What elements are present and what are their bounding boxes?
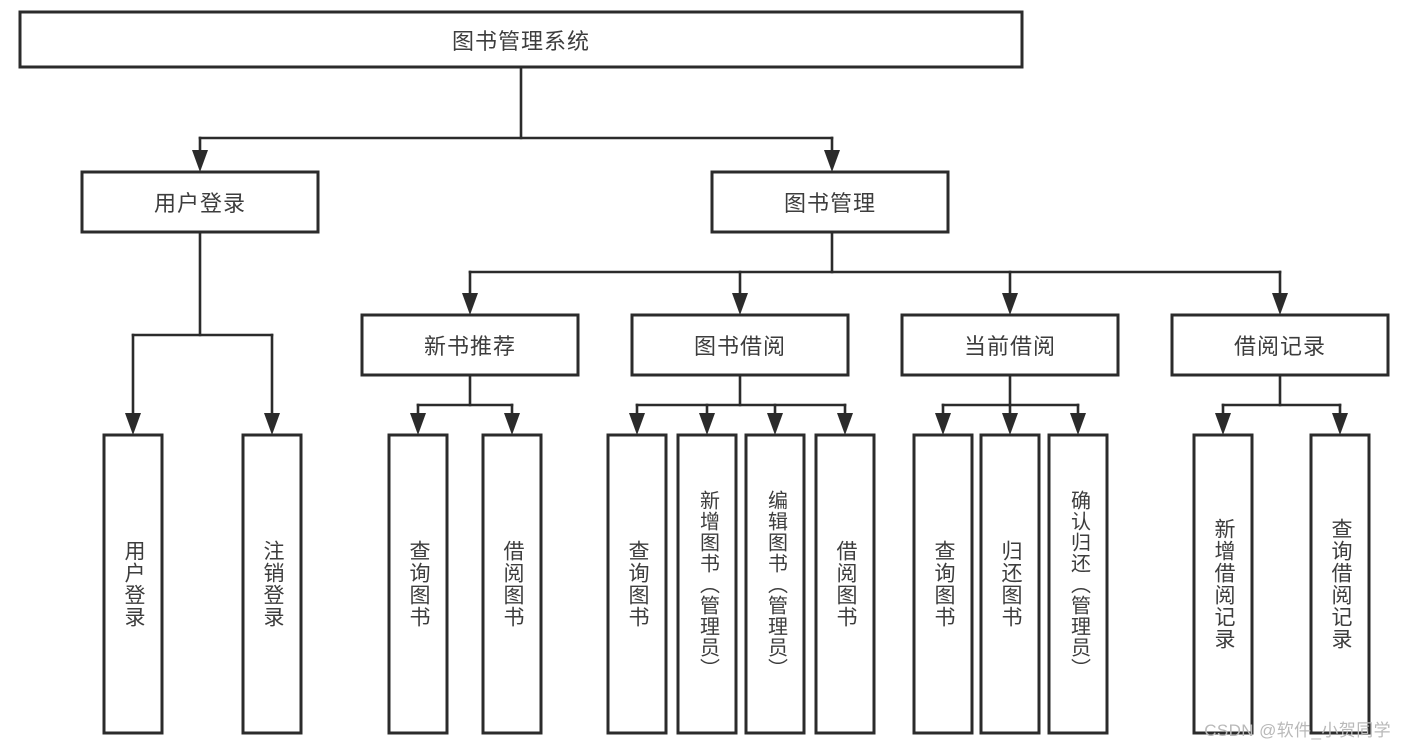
node-new-book-recommend[interactable]	[360, 313, 580, 377]
node-leaf-return-book[interactable]	[979, 433, 1041, 735]
node-book-management-system[interactable]	[18, 10, 1024, 69]
node-leaf-confirm-return-admin[interactable]	[1047, 433, 1109, 735]
node-leaf-logout-login[interactable]	[241, 433, 303, 735]
node-leaf-query-borrow-record[interactable]	[1309, 433, 1371, 735]
node-leaf-query-book-2[interactable]	[606, 433, 668, 735]
connector-bookmanage-to-level3	[462, 230, 1288, 315]
connector-userlogin-to-leaves	[125, 230, 280, 435]
node-borrow-record[interactable]	[1170, 313, 1390, 377]
node-leaf-add-book-admin[interactable]	[676, 433, 738, 735]
connector-bookborrow-to-leaves	[629, 373, 853, 435]
node-leaf-query-book-1[interactable]	[387, 433, 449, 735]
connector-borrowrecord-to-leaves	[1215, 373, 1348, 435]
node-leaf-add-borrow-record[interactable]	[1192, 433, 1254, 735]
node-leaf-user-login[interactable]	[102, 433, 164, 735]
node-leaf-borrow-book-2[interactable]	[814, 433, 876, 735]
connector-newbook-to-leaves	[410, 373, 520, 435]
node-book-borrow[interactable]	[630, 313, 850, 377]
node-book-management[interactable]	[710, 170, 950, 234]
connector-currentborrow-to-leaves	[935, 373, 1086, 435]
node-leaf-borrow-book-1[interactable]	[481, 433, 543, 735]
node-leaf-edit-book-admin[interactable]	[744, 433, 806, 735]
node-user-login[interactable]	[80, 170, 320, 234]
connector-root-to-level2	[192, 65, 840, 172]
node-leaf-query-book-3[interactable]	[912, 433, 974, 735]
node-current-borrow[interactable]	[900, 313, 1120, 377]
